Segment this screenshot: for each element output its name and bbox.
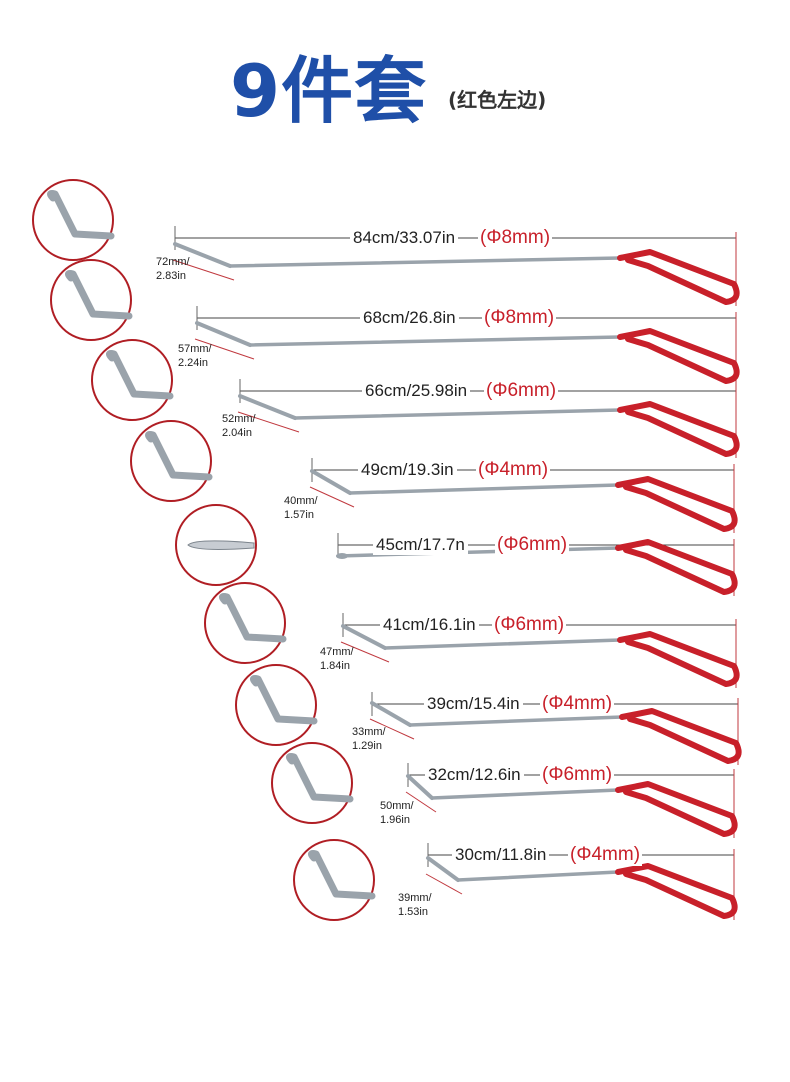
red-handle-8 bbox=[615, 781, 738, 837]
tool-length-label-1: 84cm/33.07in bbox=[350, 228, 459, 248]
red-handle-9 bbox=[615, 863, 738, 919]
rod-tip-9 bbox=[426, 856, 460, 882]
tool-diameter-label-3: (Φ6mm) bbox=[484, 380, 559, 402]
tip-detail-shape-4 bbox=[144, 431, 213, 481]
tip-length-mm-label-3: 52mm/ bbox=[222, 413, 256, 425]
rod-tip-4 bbox=[310, 469, 352, 495]
tip-length-in-label-2: 2.24in bbox=[178, 357, 208, 369]
rod-shaft-9 bbox=[456, 870, 620, 882]
tip-length-mm-label-9: 39mm/ bbox=[398, 892, 432, 904]
tip-length-mm-label-1: 72mm/ bbox=[156, 256, 190, 268]
tool-diameter-label-7: (Φ4mm) bbox=[540, 693, 615, 715]
tool-diameter-label-8: (Φ6mm) bbox=[540, 764, 615, 786]
rod-tip-1 bbox=[173, 242, 232, 268]
rod-tip-7 bbox=[370, 701, 412, 727]
red-handle-2 bbox=[617, 328, 740, 384]
tip-detail-shape-1 bbox=[46, 190, 115, 240]
tool-diameter-label-4: (Φ4mm) bbox=[476, 459, 551, 481]
tip-detail-shape-3 bbox=[105, 350, 174, 400]
tool-diameter-label-2: (Φ8mm) bbox=[482, 307, 557, 329]
tip-detail-circle-1 bbox=[32, 179, 114, 261]
tip-length-mm-label-7: 33mm/ bbox=[352, 726, 386, 738]
tip-length-in-label-8: 1.96in bbox=[380, 814, 410, 826]
tip-dimension-line-4 bbox=[309, 486, 355, 508]
tip-length-mm-label-2: 57mm/ bbox=[178, 343, 212, 355]
tip-dimension-line-3 bbox=[237, 411, 300, 433]
rod-shaft-1 bbox=[228, 256, 622, 268]
red-handle-1 bbox=[617, 249, 740, 305]
tool-diameter-label-6: (Φ6mm) bbox=[492, 614, 567, 636]
tip-detail-shape-6 bbox=[218, 593, 287, 643]
rod-shaft-7 bbox=[408, 715, 624, 727]
tip-detail-shape-5 bbox=[187, 540, 255, 550]
tip-length-in-label-6: 1.84in bbox=[320, 660, 350, 672]
tip-dimension-line-6 bbox=[340, 641, 390, 663]
red-handle-3 bbox=[617, 401, 740, 457]
tool-length-label-9: 30cm/11.8in bbox=[452, 845, 550, 865]
tip-dimension-line-7 bbox=[369, 718, 415, 740]
red-handle-7 bbox=[619, 708, 742, 764]
page-title: 9件套 bbox=[230, 49, 428, 133]
tool-length-label-5: 45cm/17.7n bbox=[373, 535, 468, 555]
tool-length-label-8: 32cm/12.6in bbox=[425, 765, 524, 785]
tool-length-label-2: 68cm/26.8in bbox=[360, 308, 459, 328]
tool-diameter-label-5: (Φ6mm) bbox=[495, 534, 570, 556]
tool-length-label-7: 39cm/15.4in bbox=[424, 694, 523, 714]
tip-dimension-line-2 bbox=[194, 338, 255, 360]
tool-diameter-label-1: (Φ8mm) bbox=[478, 227, 553, 249]
tip-length-in-label-3: 2.04in bbox=[222, 427, 252, 439]
tip-dimension-line-8 bbox=[405, 791, 437, 813]
tip-detail-shape-8 bbox=[285, 753, 354, 803]
rod-tip-2 bbox=[195, 321, 252, 347]
page-subtitle: (红色左边) bbox=[448, 88, 547, 112]
tip-dimension-line-9 bbox=[425, 873, 463, 895]
tool-diameter-label-9: (Φ4mm) bbox=[568, 844, 643, 866]
tip-detail-shape-9 bbox=[307, 850, 376, 900]
tip-length-mm-label-8: 50mm/ bbox=[380, 800, 414, 812]
red-handle-6 bbox=[617, 631, 740, 687]
tip-length-in-label-7: 1.29in bbox=[352, 740, 382, 752]
rod-tip-3 bbox=[238, 394, 297, 420]
tip-detail-circle-9 bbox=[293, 839, 375, 921]
rod-tip-8 bbox=[406, 774, 434, 800]
tip-length-in-label-9: 1.53in bbox=[398, 906, 428, 918]
tip-length-mm-label-4: 40mm/ bbox=[284, 495, 318, 507]
tip-detail-circle-2 bbox=[50, 259, 132, 341]
tool-length-label-4: 49cm/19.3in bbox=[358, 460, 457, 480]
tip-detail-shape-7 bbox=[249, 675, 318, 725]
tip-detail-circle-6 bbox=[204, 582, 286, 664]
tool-length-label-3: 66cm/25.98in bbox=[362, 381, 471, 401]
rod-shaft-6 bbox=[383, 638, 622, 650]
tip-detail-circle-4 bbox=[130, 420, 212, 502]
tip-detail-circle-7 bbox=[235, 664, 317, 746]
tip-detail-shape-2 bbox=[64, 270, 133, 320]
tool-length-label-6: 41cm/16.1in bbox=[380, 615, 479, 635]
tip-length-in-label-4: 1.57in bbox=[284, 509, 314, 521]
tip-length-in-label-1: 2.83in bbox=[156, 270, 186, 282]
tip-detail-circle-8 bbox=[271, 742, 353, 824]
rod-shaft-3 bbox=[293, 408, 622, 420]
rod-shaft-2 bbox=[248, 335, 622, 347]
rod-shaft-4 bbox=[348, 483, 620, 495]
tip-dimension-line-1 bbox=[172, 259, 235, 281]
rod-shaft-8 bbox=[430, 788, 620, 800]
rod-tip-6 bbox=[341, 624, 387, 650]
red-handle-5 bbox=[615, 539, 738, 595]
tip-detail-circle-3 bbox=[91, 339, 173, 421]
red-handle-4 bbox=[615, 476, 738, 532]
tip-length-mm-label-6: 47mm/ bbox=[320, 646, 354, 658]
